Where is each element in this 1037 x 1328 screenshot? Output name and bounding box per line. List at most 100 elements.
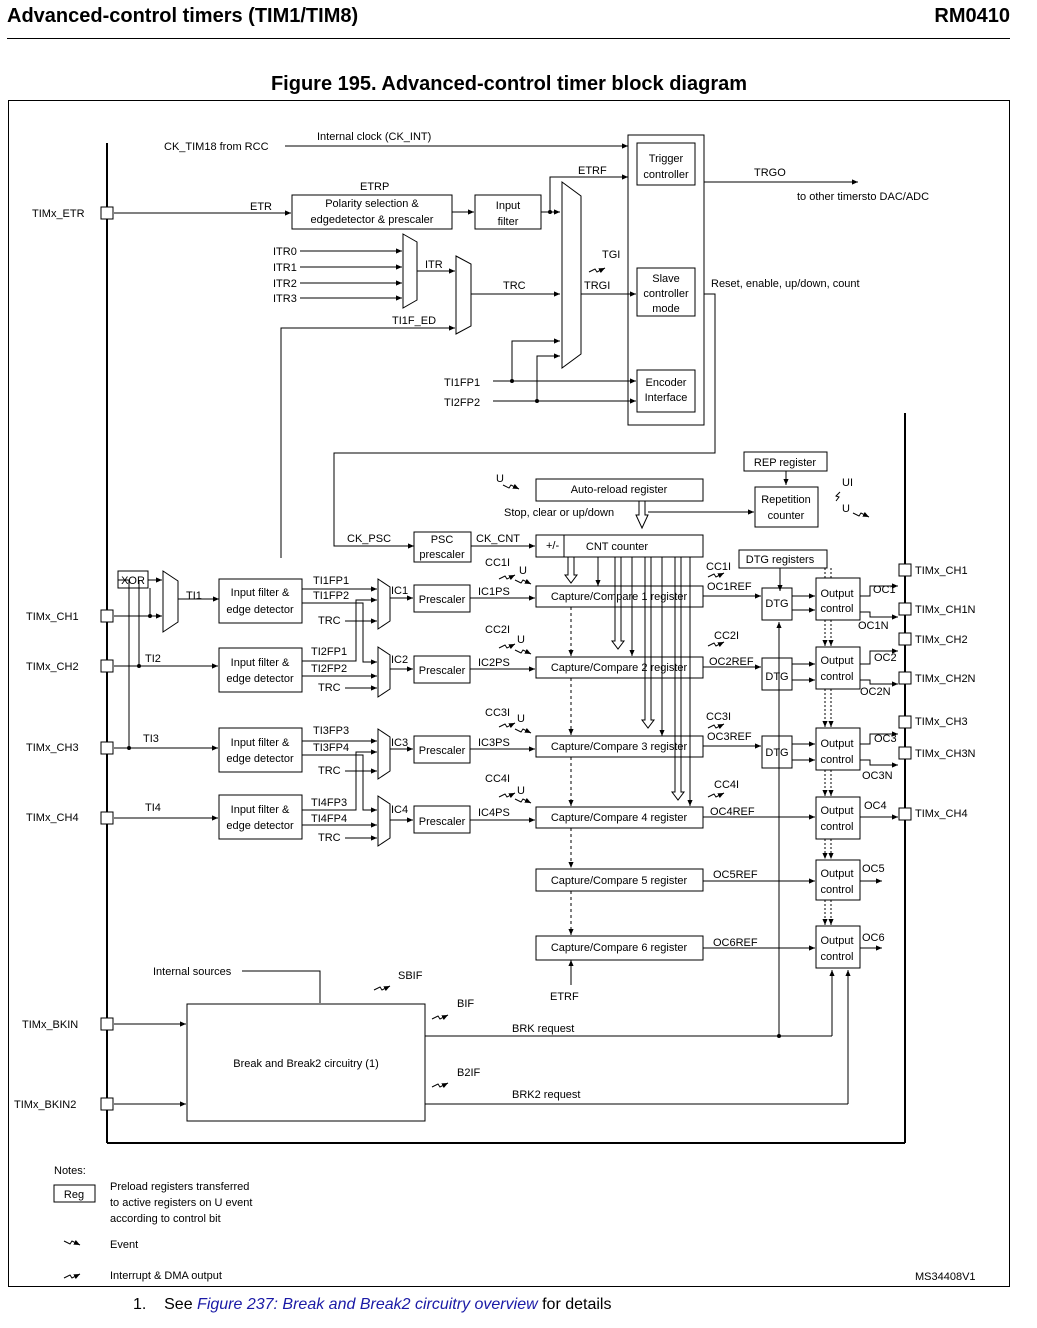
auto-reload-label: Auto-reload register bbox=[571, 484, 668, 496]
pin-timx-ch3-in bbox=[100, 741, 114, 755]
timx-etr-label: TIMx_ETR bbox=[32, 208, 85, 220]
ch4-reg-label: Capture/Compare 4 register bbox=[551, 812, 688, 824]
trc-ch2-label: TRC bbox=[318, 682, 341, 694]
ti4-label: TI4 bbox=[145, 802, 161, 814]
polarity-line1: Polarity selection & bbox=[325, 198, 419, 210]
psc-prescaler-box bbox=[413, 531, 472, 563]
ti2fp2-label: TI2FP2 bbox=[444, 397, 480, 409]
itr3-label: ITR3 bbox=[273, 293, 297, 305]
auto-reload-box bbox=[535, 478, 704, 502]
cc5-register bbox=[535, 868, 704, 892]
channel-2-labels: TIMx_CH2 TI2FP1 TI2FP2 IC2 IC2PS CC2I U … bbox=[26, 624, 976, 698]
pin-timx-ch3n-out bbox=[898, 746, 912, 760]
channel-3-labels: TIMx_CH3 TI3FP3 TI3FP4 IC3 IC3PS CC3I U … bbox=[26, 707, 976, 782]
ch1-ic-label: IC1 bbox=[391, 585, 408, 597]
plus-minus-label: +/- bbox=[546, 540, 559, 552]
footnote-number: 1. bbox=[133, 1296, 147, 1313]
ch1-outn-label: TIMx_CH1N bbox=[915, 604, 976, 616]
ck-psc-label: CK_PSC bbox=[347, 533, 391, 545]
brk-request-label: BRK request bbox=[512, 1023, 574, 1035]
ch5-ocref-label: OC5REF bbox=[713, 869, 758, 881]
channel-4-labels: TIMx_CH4 TI4FP3 TI4FP4 IC4 IC4PS CC4I U … bbox=[26, 773, 968, 825]
output-control-3 bbox=[815, 727, 861, 771]
ch6-ocref-label: OC6REF bbox=[713, 937, 758, 949]
dtg-2-label: DTG bbox=[765, 671, 788, 683]
channel-6-labels: Capture/Compare 6 register OC6REF OC6 bbox=[551, 932, 885, 954]
ch6-reg-label: Capture/Compare 6 register bbox=[551, 942, 688, 954]
ch5-reg-label: Capture/Compare 5 register bbox=[551, 875, 688, 887]
header-doc-id: RM0410 bbox=[934, 5, 1010, 27]
ic3-mux bbox=[377, 728, 391, 780]
oc-ctrl-2-line1: Output bbox=[820, 655, 853, 667]
internal-clock-label: Internal clock (CK_INT) bbox=[317, 131, 431, 143]
u-label-rep: U bbox=[842, 503, 850, 515]
ch4-ccout-label: CC4I bbox=[714, 779, 739, 791]
psc-line2: prescaler bbox=[419, 549, 465, 561]
ui-label: UI bbox=[842, 477, 853, 489]
pin-timx-ch1-in bbox=[100, 609, 114, 623]
ch2-fpb-label: TI2FP2 bbox=[311, 663, 347, 675]
to-other-timers-label: to other timersto DAC/ADC bbox=[797, 191, 929, 203]
ck-tim18-label: CK_TIM18 from RCC bbox=[164, 141, 269, 153]
cnt-counter-box bbox=[535, 534, 704, 558]
notes-reg-label: Reg bbox=[64, 1189, 84, 1201]
ch2-ccout-label: CC2I bbox=[714, 630, 739, 642]
ch2-ocn-label: OC2N bbox=[860, 686, 891, 698]
pin-timx-ch4-in bbox=[100, 811, 114, 825]
ti1f-ed-label: TI1F_ED bbox=[392, 315, 436, 327]
ch1-icps-label: IC1PS bbox=[478, 586, 510, 598]
prescaler-3-label: Prescaler bbox=[419, 745, 466, 757]
ch3-oc-label: OC3 bbox=[874, 733, 897, 745]
ch3-ic-label: IC3 bbox=[391, 737, 408, 749]
etrf-top-label: ETRF bbox=[578, 165, 607, 177]
ch3-fpb-label: TI3FP4 bbox=[313, 742, 349, 754]
reset-enable-label: Reset, enable, up/down, count bbox=[711, 278, 860, 290]
notes-preload-line2: to active registers on U event bbox=[110, 1197, 252, 1209]
input-filter-4 bbox=[218, 794, 303, 840]
break-circuitry-label: Break and Break2 circuitry (1) bbox=[233, 1058, 379, 1070]
bif-label: BIF bbox=[457, 998, 474, 1010]
slave-trigger-block bbox=[627, 134, 705, 426]
itr-label: ITR bbox=[425, 259, 443, 271]
repetition-line2: counter bbox=[768, 510, 805, 522]
ch1-reg-label: Capture/Compare 1 register bbox=[551, 591, 688, 603]
ch2-ocref-label: OC2REF bbox=[709, 656, 754, 668]
pin-timx-bkin bbox=[100, 1017, 114, 1031]
pin-timx-ch1-out bbox=[898, 563, 912, 577]
ic2-mux bbox=[377, 646, 391, 698]
trigger-controller-line1: Trigger bbox=[649, 153, 684, 165]
encoder-interface-box bbox=[636, 369, 696, 413]
footnote-link[interactable]: Figure 237: Break and Break2 circuitry o… bbox=[197, 1296, 538, 1313]
ch3-cci-label: CC3I bbox=[485, 707, 510, 719]
trgi-mux bbox=[561, 181, 582, 369]
header-rule bbox=[7, 38, 1010, 39]
notes-preload-line1: Preload registers transferred bbox=[110, 1181, 249, 1193]
timx-bkin-label: TIMx_BKIN bbox=[22, 1019, 78, 1031]
ch3-ccout-label: CC3I bbox=[706, 711, 731, 723]
if2-line2: edge detector bbox=[226, 673, 294, 685]
pin-timx-ch3-out bbox=[898, 715, 912, 729]
input-filter-line1: Input bbox=[496, 200, 520, 212]
stop-clear-label: Stop, clear or up/down bbox=[504, 507, 614, 519]
ch2-reg-label: Capture/Compare 2 register bbox=[551, 662, 688, 674]
figure-id: MS34408V1 bbox=[915, 1271, 976, 1283]
ch4-cci-label: CC4I bbox=[485, 773, 510, 785]
ch5-oc-label: OC5 bbox=[862, 863, 885, 875]
input-filter-3 bbox=[218, 727, 303, 773]
slave-controller-box bbox=[636, 267, 696, 317]
header-title: Advanced-control timers (TIM1/TIM8) bbox=[7, 5, 359, 27]
trc-ch3-label: TRC bbox=[318, 765, 341, 777]
psc-line1: PSC bbox=[431, 534, 454, 546]
notes-title: Notes: bbox=[54, 1165, 86, 1177]
ch4-pin-label: TIMx_CH4 bbox=[26, 812, 79, 824]
ic1-mux bbox=[377, 578, 391, 630]
oc-ctrl-3-line2: control bbox=[820, 754, 853, 766]
input-filter-line2: filter bbox=[498, 216, 519, 228]
channel-1-labels: TIMx_CH1 TI1FP1 TI1FP2 IC1 IC1PS CC1I U … bbox=[26, 557, 976, 632]
footnote-suffix: for details bbox=[542, 1296, 612, 1313]
trigger-controller-line2: controller bbox=[643, 169, 689, 181]
oc-ctrl-4-line1: Output bbox=[820, 805, 853, 817]
ch1-u-label: U bbox=[519, 565, 527, 577]
ch4-ic-label: IC4 bbox=[391, 804, 408, 816]
slave-line3: mode bbox=[652, 303, 680, 315]
